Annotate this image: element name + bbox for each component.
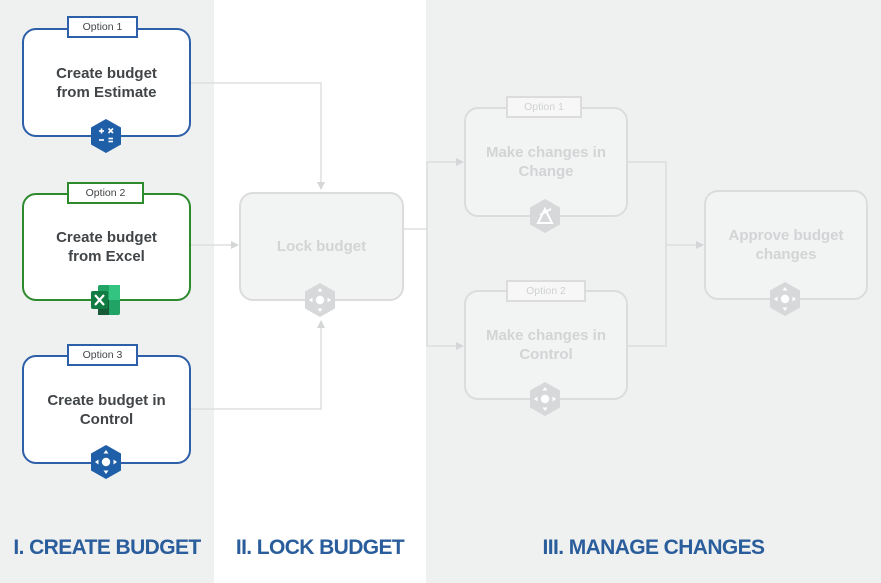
- connector-change-to-approve: [628, 161, 667, 245]
- node-label: Make changes in Change: [474, 143, 618, 181]
- node-label: Create budget in Control: [35, 391, 177, 429]
- node-label: Approve budget changes: [717, 226, 856, 264]
- label-line-1: Create budget: [56, 64, 157, 82]
- change-triangle-icon: [530, 199, 560, 233]
- option-tag: Option 1: [506, 96, 582, 118]
- label-line-2: Change: [518, 163, 574, 180]
- node-create-from-excel[interactable]: Create budget from Excel: [22, 193, 191, 301]
- node-approve-budget-changes[interactable]: Approve budget changes: [704, 190, 868, 300]
- calculator-icon: [91, 119, 121, 153]
- label-line-1: Create budget in: [47, 391, 166, 409]
- node-label: Create budget from Excel: [44, 228, 169, 266]
- node-label: Make changes in Control: [474, 326, 618, 364]
- label-line-2: from Excel: [68, 248, 145, 265]
- label-line-2: Control: [79, 410, 134, 428]
- excel-icon: [91, 285, 120, 315]
- connector-control-to-lock: [191, 320, 325, 410]
- connector-estimate-to-lock: [191, 82, 325, 190]
- label-line-1: Make changes in: [485, 144, 607, 161]
- label-line-1: Approve budget: [728, 227, 844, 244]
- option-tag: Option 1: [67, 16, 138, 38]
- label-line-1: Create budget: [56, 229, 157, 246]
- connector-lock-to-change: [426, 158, 464, 229]
- label-line-1: Lock budget: [276, 238, 367, 255]
- column-title-create-budget: I. CREATE BUDGET: [13, 536, 201, 559]
- label-line-1: Make changes in: [485, 327, 607, 344]
- connector-control-change-to-approve: [628, 245, 667, 347]
- connector-lock-to-control-change: [426, 229, 464, 350]
- option-tag: Option 2: [67, 182, 144, 204]
- control-joystick-icon: [91, 445, 121, 479]
- label-line-2: changes: [755, 246, 817, 263]
- control-joystick-icon: [305, 283, 335, 317]
- node-lock-budget[interactable]: Lock budget: [239, 192, 404, 301]
- node-label: Create budget from Estimate: [44, 64, 169, 102]
- node-make-changes-in-change[interactable]: Make changes in Change: [464, 107, 628, 217]
- control-joystick-icon: [770, 282, 800, 316]
- node-label: Lock budget: [265, 237, 378, 256]
- column-title-manage-changes: III. MANAGE CHANGES: [542, 536, 766, 559]
- option-tag: Option 2: [506, 280, 586, 302]
- option-tag: Option 3: [67, 344, 138, 366]
- column-title-lock-budget: II. LOCK BUDGET: [235, 536, 405, 559]
- label-line-2: from Estimate: [56, 83, 157, 101]
- label-line-2: Control: [519, 346, 573, 363]
- control-joystick-icon: [530, 382, 560, 416]
